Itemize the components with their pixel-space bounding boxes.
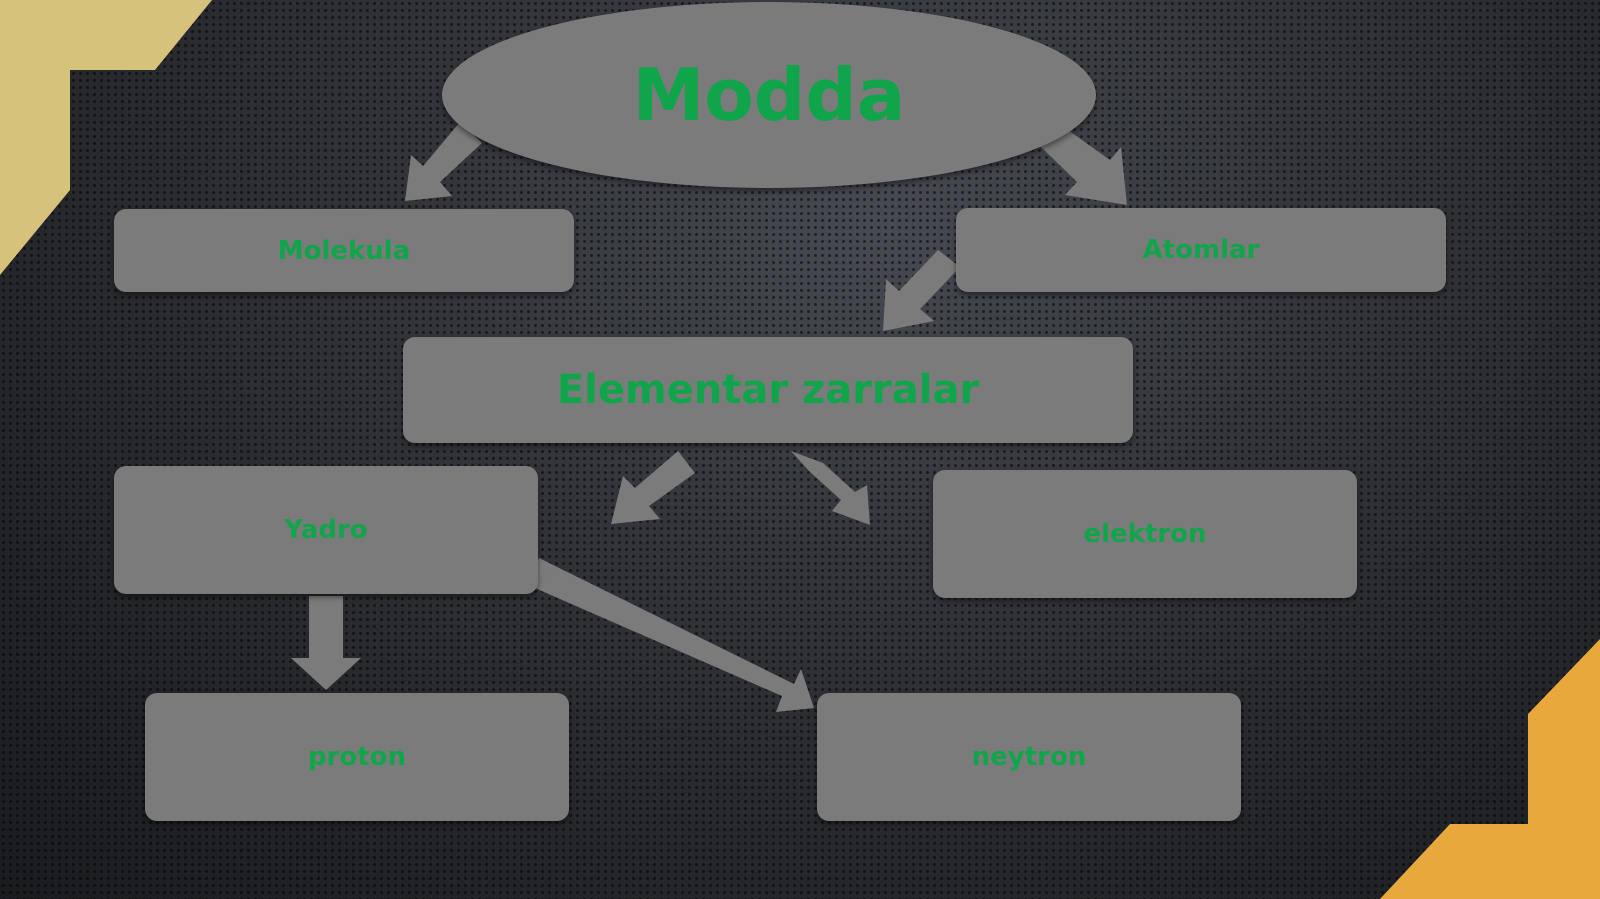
node-molekula: Molekula xyxy=(114,209,574,292)
node-elementar-zarralar: Elementar zarralar xyxy=(403,337,1133,443)
node-modda-label: Modda xyxy=(632,53,906,137)
top-left-corner-decoration xyxy=(0,0,212,275)
node-atomlar: Atomlar xyxy=(956,208,1446,292)
node-yadro-label: Yadro xyxy=(284,515,368,545)
node-atomlar-label: Atomlar xyxy=(1142,235,1260,265)
arrow-modda-to-molekula xyxy=(405,122,482,201)
arrow-yadro-to-proton xyxy=(291,596,361,690)
node-molekula-label: Molekula xyxy=(277,235,411,266)
arrow-elementar-to-elektron xyxy=(791,451,870,525)
arrow-elementar-to-yadro xyxy=(611,451,695,524)
node-neytron-label: neytron xyxy=(971,742,1087,772)
node-elektron: elektron xyxy=(933,470,1357,598)
node-proton-label: proton xyxy=(307,742,407,772)
arrow-modda-to-atomlar xyxy=(1040,125,1127,205)
node-proton: proton xyxy=(145,693,569,821)
bottom-right-corner-decoration xyxy=(1380,639,1600,899)
node-elementar-zarralar-label: Elementar zarralar xyxy=(556,367,980,413)
arrow-atomlar-to-elementar xyxy=(883,250,960,331)
node-neytron: neytron xyxy=(817,693,1241,821)
node-modda: Modda xyxy=(442,2,1096,188)
arrow-yadro-to-neytron xyxy=(528,558,814,712)
node-yadro: Yadro xyxy=(114,466,538,594)
node-elektron-label: elektron xyxy=(1083,519,1207,549)
